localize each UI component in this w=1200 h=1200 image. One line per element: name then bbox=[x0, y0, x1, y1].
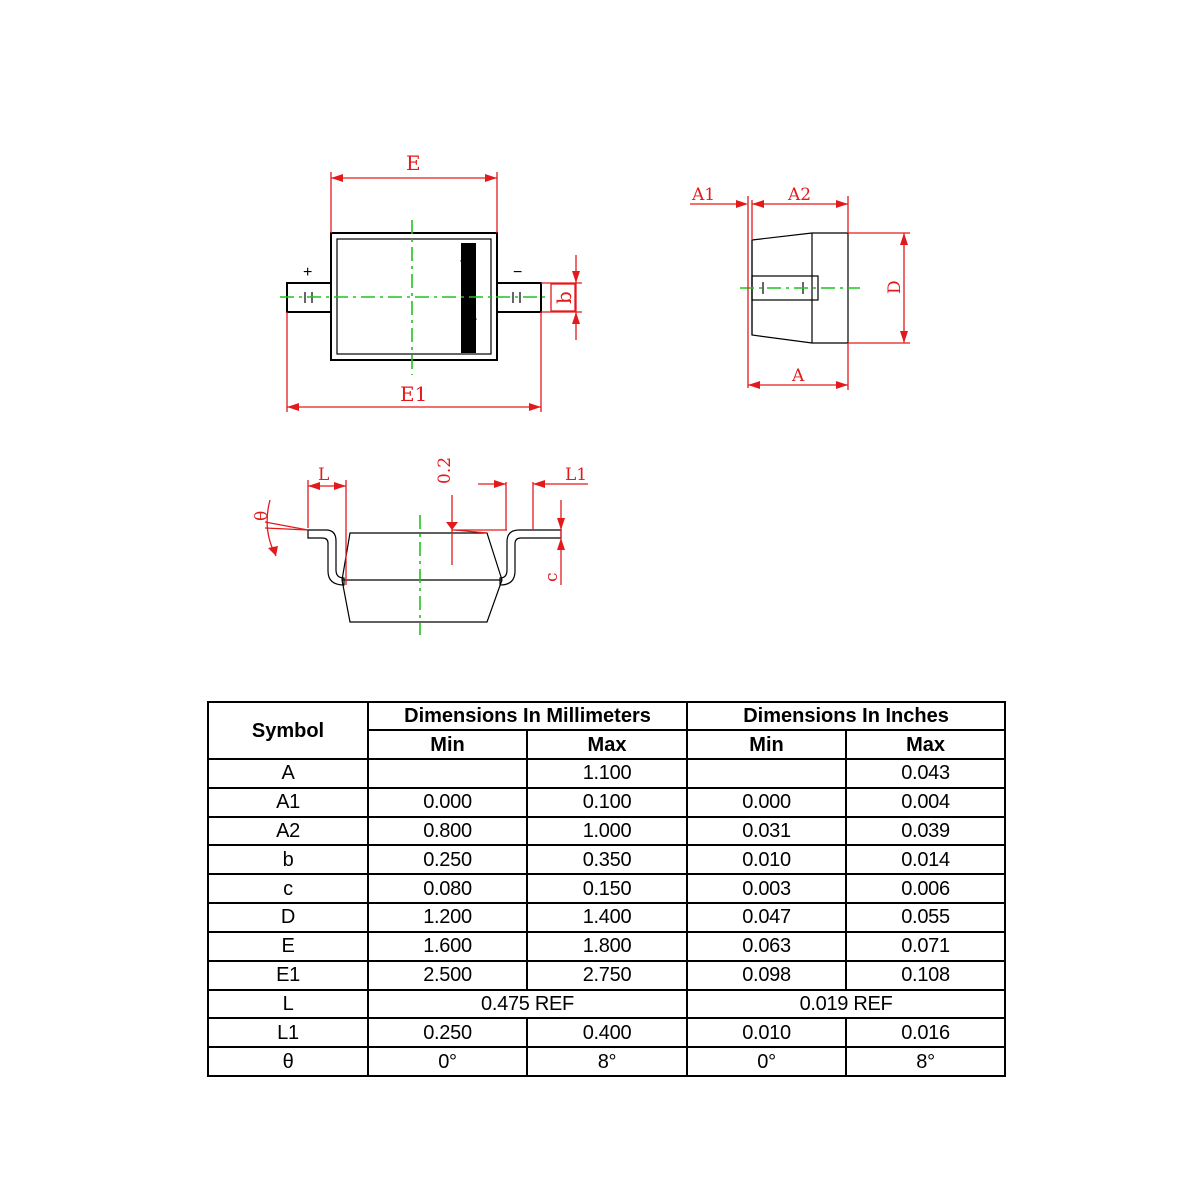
cell-in-max: 0.016 bbox=[845, 1017, 1007, 1049]
cell-mm-min bbox=[367, 758, 528, 789]
cell-in-max: 0.004 bbox=[845, 786, 1007, 818]
header-in-max: Max bbox=[845, 729, 1007, 760]
cell-mm-ref: 0.475 REF bbox=[366, 988, 689, 1020]
front-view-body bbox=[341, 532, 503, 623]
front-view: L 0.2 L1 c θ bbox=[252, 457, 588, 635]
label-E1: E1 bbox=[400, 382, 427, 406]
cell-symbol: D bbox=[207, 902, 369, 933]
cell-in-min: 0.010 bbox=[686, 844, 848, 876]
side-view: A1 A2 A D bbox=[690, 185, 910, 390]
cell-symbol: A1 bbox=[207, 786, 369, 818]
label-E: E bbox=[406, 151, 421, 175]
cell-mm-min: 2.500 bbox=[367, 959, 528, 991]
front-left-lead bbox=[307, 529, 345, 586]
cell-mm-min: 0.080 bbox=[367, 873, 528, 905]
table-row: A1 0.000 0.100 0.000 0.004 bbox=[207, 786, 1007, 818]
label-L1: L1 bbox=[565, 465, 587, 485]
label-L: L bbox=[318, 465, 329, 485]
cell-in-max: 8° bbox=[845, 1046, 1007, 1077]
label-A: A bbox=[791, 366, 805, 386]
cell-mm-min: 0° bbox=[367, 1046, 528, 1077]
cell-in-min: 0.003 bbox=[686, 873, 848, 905]
cell-in-max: 0.014 bbox=[845, 844, 1007, 876]
header-inches: Dimensions In Inches bbox=[686, 701, 1007, 731]
cell-mm-min: 0.250 bbox=[367, 1017, 528, 1049]
cell-symbol: c bbox=[207, 873, 369, 905]
cell-mm-max: 8° bbox=[525, 1046, 689, 1077]
cell-in-min bbox=[686, 758, 848, 789]
label-A1: A1 bbox=[691, 185, 715, 205]
cell-in-max: 0.043 bbox=[845, 758, 1007, 789]
cell-symbol: L bbox=[207, 988, 369, 1020]
table-row: L1 0.250 0.400 0.010 0.016 bbox=[207, 1017, 1007, 1049]
cell-in-min: 0.000 bbox=[686, 786, 848, 818]
plus-sign: + bbox=[303, 264, 312, 281]
cell-symbol: A bbox=[207, 758, 369, 789]
header-in-min: Min bbox=[686, 729, 848, 760]
cell-in-min: 0.031 bbox=[686, 815, 848, 847]
cell-symbol: E1 bbox=[207, 959, 369, 991]
front-right-lead bbox=[499, 529, 562, 586]
dimension-table: Symbol Dimensions In Millimeters Dimensi… bbox=[207, 701, 1007, 1077]
cell-in-max: 0.006 bbox=[845, 873, 1007, 905]
cell-mm-max: 0.400 bbox=[525, 1017, 689, 1049]
header-symbol: Symbol bbox=[207, 701, 369, 760]
cell-in-ref: 0.019 REF bbox=[686, 988, 1007, 1020]
label-b: b bbox=[552, 291, 576, 304]
cell-mm-max: 0.100 bbox=[525, 786, 689, 818]
table-row: D 1.200 1.400 0.047 0.055 bbox=[207, 902, 1007, 933]
cell-mm-max: 1.100 bbox=[525, 758, 689, 789]
cell-mm-min: 0.000 bbox=[367, 786, 528, 818]
cell-in-min: 0.098 bbox=[686, 959, 848, 991]
label-A2: A2 bbox=[787, 185, 811, 205]
table-row: b 0.250 0.350 0.010 0.014 bbox=[207, 844, 1007, 876]
cell-in-min: 0.047 bbox=[686, 902, 848, 933]
cell-mm-max: 1.800 bbox=[525, 930, 689, 962]
cell-symbol: E bbox=[207, 930, 369, 962]
package-outline-drawing: + − E E1 b bbox=[252, 151, 910, 635]
cell-symbol: θ bbox=[207, 1046, 369, 1077]
table-row: c 0.080 0.150 0.003 0.006 bbox=[207, 873, 1007, 905]
cell-mm-min: 0.800 bbox=[367, 815, 528, 847]
header-mm-min: Min bbox=[367, 729, 528, 760]
cell-mm-max: 1.400 bbox=[525, 902, 689, 933]
cell-in-min: 0° bbox=[686, 1046, 848, 1077]
table-row: A2 0.800 1.000 0.031 0.039 bbox=[207, 815, 1007, 847]
cell-in-max: 0.108 bbox=[845, 959, 1007, 991]
table-row: A 1.100 0.043 bbox=[207, 758, 1007, 789]
cell-mm-min: 0.250 bbox=[367, 844, 528, 876]
table-row: E 1.600 1.800 0.063 0.071 bbox=[207, 930, 1007, 962]
minus-sign: − bbox=[513, 264, 522, 281]
cell-mm-max: 0.150 bbox=[525, 873, 689, 905]
label-D: D bbox=[885, 280, 905, 294]
cell-in-min: 0.010 bbox=[686, 1017, 848, 1049]
label-theta: θ bbox=[252, 511, 272, 521]
cell-mm-max: 0.350 bbox=[525, 844, 689, 876]
cell-symbol: A2 bbox=[207, 815, 369, 847]
table-row: E1 2.500 2.750 0.098 0.108 bbox=[207, 959, 1007, 991]
cell-mm-max: 2.750 bbox=[525, 959, 689, 991]
header-millimeters: Dimensions In Millimeters bbox=[366, 701, 689, 731]
cell-symbol: L1 bbox=[207, 1017, 369, 1049]
cell-in-min: 0.063 bbox=[686, 930, 848, 962]
top-view: + − E E1 b bbox=[280, 151, 582, 412]
cathode-band bbox=[461, 243, 476, 353]
cell-mm-max: 1.000 bbox=[525, 815, 689, 847]
cell-in-max: 0.055 bbox=[845, 902, 1007, 933]
cell-mm-min: 1.200 bbox=[367, 902, 528, 933]
cell-in-max: 0.039 bbox=[845, 815, 1007, 847]
header-mm-max: Max bbox=[525, 729, 689, 760]
table-row: θ 0° 8° 0° 8° bbox=[207, 1046, 1007, 1077]
table-row: L 0.475 REF 0.019 REF bbox=[207, 988, 1007, 1020]
cell-in-max: 0.071 bbox=[845, 930, 1007, 962]
label-gap: 0.2 bbox=[435, 457, 455, 484]
cell-mm-min: 1.600 bbox=[367, 930, 528, 962]
label-c: c bbox=[542, 572, 562, 582]
cell-symbol: b bbox=[207, 844, 369, 876]
